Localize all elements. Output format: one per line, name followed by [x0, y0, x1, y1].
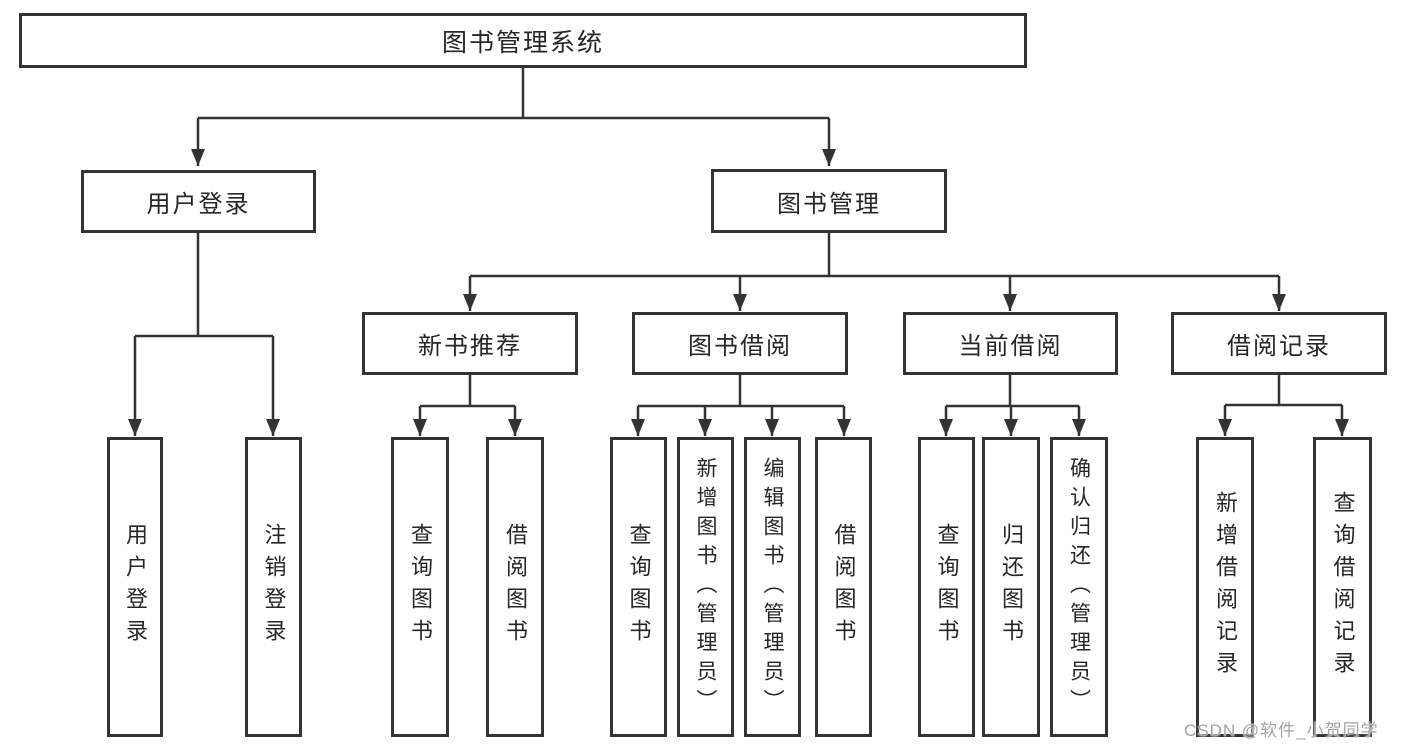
leaf-node-add-books-admin: 新增图书（管理员） [677, 437, 734, 737]
leaf-label: 借阅图书 [831, 523, 857, 651]
connector-root-trunk [198, 68, 829, 120]
node-book-management: 图书管理 [711, 169, 947, 233]
leaf-node-query-books: 查询图书 [610, 437, 667, 737]
leaf-node-return-books: 归还图书 [982, 437, 1040, 737]
leaf-node-confirm-return-admin: 确认归还（管理员） [1050, 437, 1108, 737]
leaf-label: 确认归还（管理员） [1067, 456, 1091, 718]
leaf-node-user-login: 用户登录 [107, 437, 163, 737]
leaf-node-borrow-books: 借阅图书 [486, 437, 544, 737]
csdn-watermark: CSDN @软件_小贺同学 [1184, 721, 1379, 740]
leaf-label: 查询借阅记录 [1330, 491, 1356, 683]
leaf-label: 新增借阅记录 [1213, 491, 1238, 683]
node-label: 图书借阅 [688, 333, 792, 360]
leaf-node-logout: 注销登录 [245, 437, 302, 737]
connector-newbook-trunk [420, 375, 515, 408]
leaf-node-query-borrow-record: 查询借阅记录 [1313, 437, 1372, 737]
root-node-label: 图书管理系统 [441, 28, 604, 57]
leaf-label: 借阅图书 [503, 523, 528, 651]
node-label: 当前借阅 [958, 333, 1063, 360]
node-label: 新书推荐 [418, 333, 522, 360]
leaf-label: 查询图书 [934, 523, 960, 651]
node-label: 借阅记录 [1227, 333, 1331, 360]
connector-login-trunk [135, 233, 273, 338]
connector-borrow-trunk [638, 375, 844, 408]
leaf-label: 查询图书 [626, 523, 652, 651]
node-label: 图书管理 [777, 190, 881, 218]
leaf-label: 归还图书 [999, 523, 1024, 651]
node-label: 用户登录 [146, 191, 251, 218]
leaf-node-add-borrow-record: 新增借阅记录 [1196, 437, 1254, 737]
leaf-node-edit-books-admin: 编辑图书（管理员） [744, 437, 801, 737]
leaf-node-query-books: 查询图书 [918, 437, 975, 737]
node-current-borrow: 当前借阅 [903, 312, 1118, 375]
leaf-node-query-books: 查询图书 [391, 437, 449, 737]
node-new-book-recommend: 新书推荐 [362, 312, 578, 375]
connector-mgmt-trunk [470, 233, 1279, 278]
leaf-label: 编辑图书（管理员） [761, 456, 784, 718]
leaf-label: 注销登录 [261, 523, 287, 651]
node-book-borrow: 图书借阅 [632, 312, 848, 375]
connector-current-trunk [946, 375, 1079, 408]
node-borrow-records: 借阅记录 [1171, 312, 1387, 375]
node-user-login: 用户登录 [81, 170, 316, 233]
connector-records-trunk [1225, 375, 1342, 407]
leaf-node-borrow-books: 借阅图书 [815, 437, 872, 737]
root-node-system: 图书管理系统 [19, 13, 1027, 68]
leaf-label: 新增图书（管理员） [694, 456, 717, 718]
leaf-label: 查询图书 [408, 523, 433, 651]
leaf-label: 用户登录 [123, 523, 148, 651]
